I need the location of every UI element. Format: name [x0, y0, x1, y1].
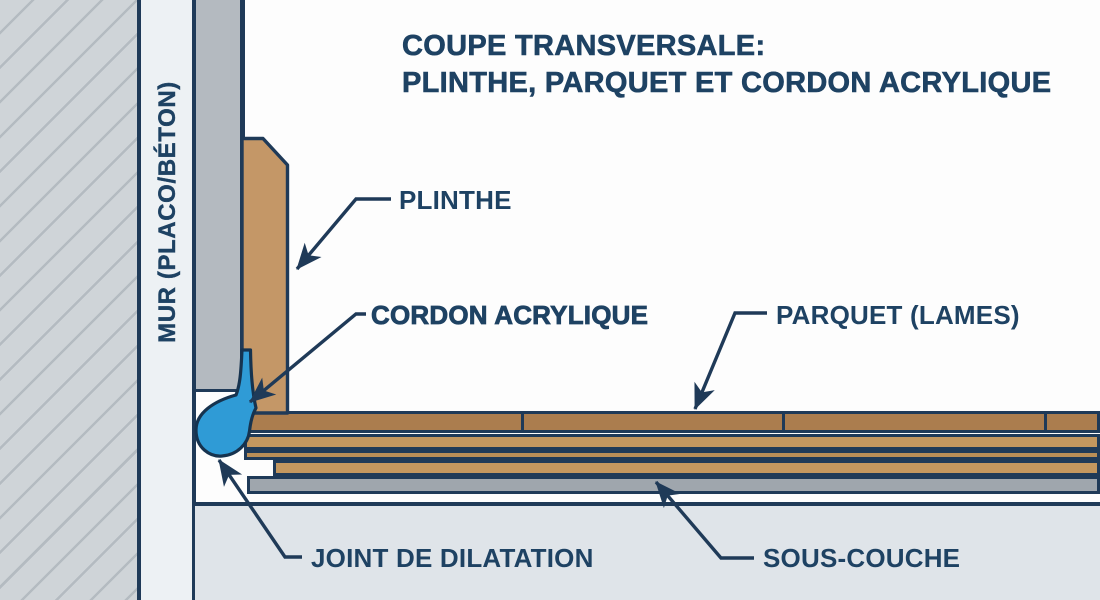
wall-label-band — [141, 0, 192, 600]
wall-label: MUR (PLACO/BÉTON) — [154, 81, 181, 343]
wall-hatched-section — [0, 0, 137, 600]
underlay-layer — [247, 476, 1100, 494]
plank-joint — [1044, 414, 1047, 430]
wall-edge-line — [137, 0, 141, 600]
title-line-1: COUPE TRANSVERSALE: — [402, 30, 766, 63]
wall-surface-line — [240, 0, 245, 392]
parquet-leader-arrow — [693, 311, 767, 410]
plinthe-label: PLINTHE — [399, 185, 512, 215]
parquet-core-layer — [244, 434, 1100, 450]
parquet-thin-layer — [244, 450, 1100, 460]
plinthe-leader-arrow — [295, 197, 391, 271]
parquet-lames-label: PARQUET (LAMES) — [776, 300, 1020, 330]
title-line-2: PLINTHE, PARQUET ET CORDON ACRYLIQUE — [402, 67, 1052, 100]
joint-de-dilatation-label: JOINT DE DILATATION — [311, 543, 594, 573]
plank-joint — [521, 414, 524, 430]
concrete-slab — [195, 506, 1100, 600]
cordon-acrylique-label: CORDON ACRYLIQUE — [371, 300, 649, 331]
wall-inner-line — [192, 0, 196, 600]
wall-plaster-layer — [196, 0, 240, 392]
sous-couche-label: SOUS-COUCHE — [763, 543, 961, 573]
slab-surface-line — [195, 502, 1100, 506]
parquet-top-layer — [247, 411, 1100, 433]
diagram-title: COUPE TRANSVERSALE: PLINTHE, PARQUET ET … — [402, 28, 1052, 102]
parquet-bottom-layer — [273, 460, 1100, 476]
plank-joint — [782, 414, 785, 430]
cordon-leader-arrow — [248, 312, 366, 404]
plinthe-shape — [240, 136, 290, 415]
